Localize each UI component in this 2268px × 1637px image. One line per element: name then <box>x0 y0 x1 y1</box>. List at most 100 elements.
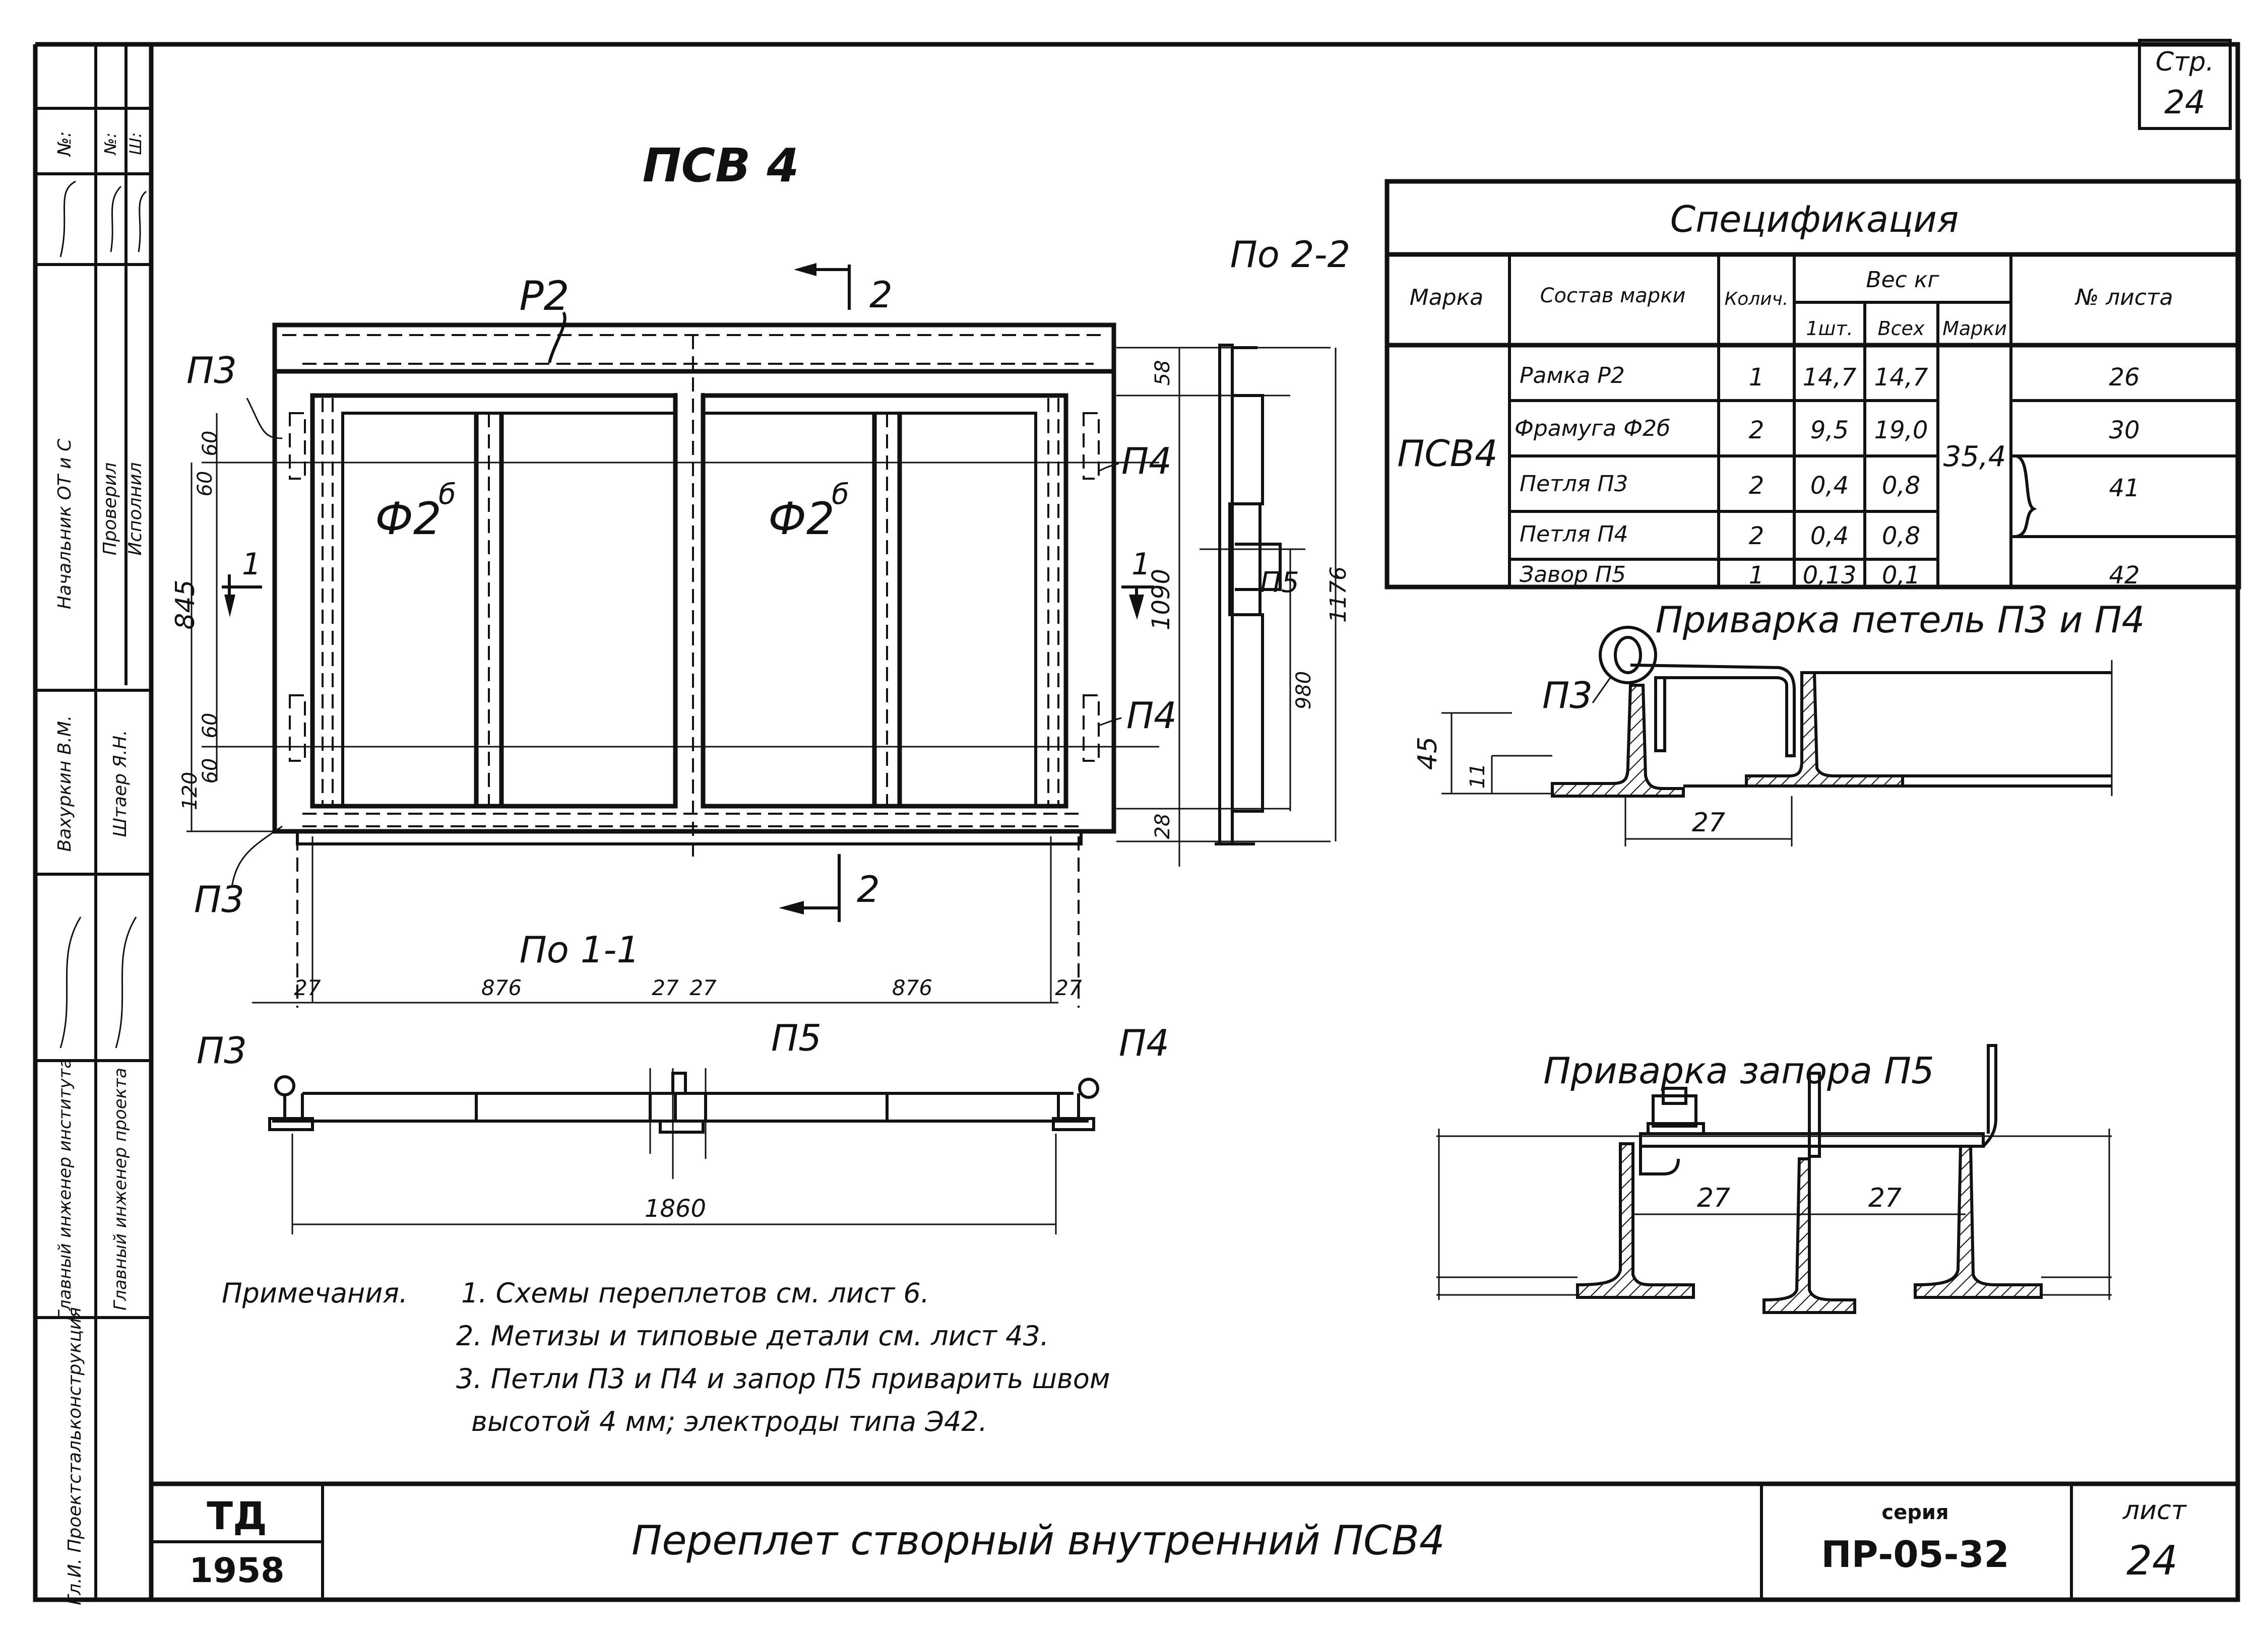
svg-text:Завор П5: Завор П5 <box>1520 562 1626 587</box>
svg-text:60: 60 <box>199 431 222 456</box>
svg-text:Ф2: Ф2 <box>375 493 442 545</box>
side-stamp-name-3: Вахуркин В.М. <box>54 715 75 852</box>
svg-text:1090: 1090 <box>1147 569 1175 630</box>
detail-latch-title: Приварка запора П5 <box>1543 1050 1934 1092</box>
detail-latch-dim-left: 27 <box>1697 1183 1730 1213</box>
section-1-1-title: По 1-1 <box>520 929 640 971</box>
svg-text:9,5: 9,5 <box>1810 416 1849 444</box>
svg-text:1: 1 <box>242 547 261 582</box>
right-dimension-chain: 58 1090 28 <box>1116 347 1331 867</box>
svg-text:1: 1 <box>1749 363 1765 391</box>
frame-mark-label: Р2 <box>519 273 569 319</box>
svg-text:26: 26 <box>2109 363 2139 391</box>
svg-text:2: 2 <box>1749 522 1765 550</box>
svg-text:0,13: 0,13 <box>1803 561 1857 590</box>
spec-row: Завор П5 1 0,13 0,1 42 <box>1520 561 2140 590</box>
note-item: 1. Схемы переплетов см. лист 6. <box>461 1277 929 1309</box>
side-stamp-role-1: Главный инженер института <box>55 1058 75 1320</box>
sheet-label: лист <box>2122 1495 2187 1526</box>
spec-mark-weight: 35,4 <box>1943 440 2006 473</box>
svg-text:Петля П3: Петля П3 <box>1520 471 1628 497</box>
svg-text:27: 27 <box>1055 975 1082 1000</box>
svg-text:Петля П4: Петля П4 <box>1520 521 1628 547</box>
svg-text:58: 58 <box>1151 360 1174 386</box>
section-1-1-dim-total: 1860 <box>645 1195 706 1223</box>
svg-text:41: 41 <box>2109 474 2139 502</box>
svg-text:б: б <box>832 478 849 511</box>
spec-table: Спецификация Марка Состав марки Колич. В… <box>1384 179 2241 590</box>
section-1-1-view: По 1-1 27 876 27 27 876 27 <box>197 929 1169 1234</box>
section-1-right-marker: 1 <box>1121 547 1154 620</box>
note-item: 3. Петли П3 и П4 и запор П5 приварить шв… <box>456 1363 1110 1395</box>
signature-marks <box>59 180 147 257</box>
side-stamp-role-4: Проверил <box>100 463 120 556</box>
hinge-p4-label-bottom: П4 <box>1126 694 1177 737</box>
hinge-p4-leader-top <box>1098 463 1119 472</box>
spec-title: Спецификация <box>1670 198 1959 240</box>
svg-text:0,8: 0,8 <box>1882 522 1920 550</box>
svg-text:14,7: 14,7 <box>1874 363 1928 391</box>
spec-header-sheet: № листа <box>2074 285 2173 310</box>
note-item: высотой 4 мм; электроды типа Э42. <box>471 1406 987 1437</box>
spec-header-weight-one: 1шт. <box>1806 317 1853 340</box>
sheet-border <box>33 42 2240 1602</box>
svg-text:60: 60 <box>194 471 217 497</box>
svg-text:2: 2 <box>857 868 880 910</box>
section-1-1-label-p3: П3 <box>197 1029 247 1072</box>
svg-text:2: 2 <box>869 274 893 316</box>
svg-text:27: 27 <box>652 975 679 1000</box>
svg-text:42: 42 <box>2109 561 2139 590</box>
svg-text:120: 120 <box>178 772 202 810</box>
svg-text:2: 2 <box>1749 416 1765 444</box>
svg-text:0,8: 0,8 <box>1882 472 1920 500</box>
page-stamp: Стр. 24 <box>2138 39 2232 130</box>
hinge-p3-leader-bottom <box>231 825 283 887</box>
svg-text:Рамка Р2: Рамка Р2 <box>1520 363 1625 388</box>
detail-hinges-dim-27: 27 <box>1692 808 1725 838</box>
section-2-2-dim-total: 1176 <box>1326 566 1351 623</box>
page-stamp-number: 24 <box>2164 84 2205 121</box>
logo-year: 1958 <box>189 1551 284 1591</box>
section-2-bottom-marker: 2 <box>779 854 880 922</box>
side-stamp-col-0: №: <box>54 131 75 157</box>
main-elevation-view: Р2 Ф2 б Ф2 б 2 2 1 <box>170 263 1331 1008</box>
spec-header-weight-mark: Марки <box>1942 317 2007 340</box>
spec-mark-value: ПСВ4 <box>1397 432 1498 475</box>
spec-header-weight: Вес кг <box>1866 267 1939 293</box>
svg-text:19,0: 19,0 <box>1874 416 1928 444</box>
title-block: ТД 1958 Переплет створный внутренний ПСВ… <box>151 1481 2238 1600</box>
spec-row: Петля П4 2 0,4 0,8 <box>1520 521 1920 550</box>
svg-text:60: 60 <box>199 758 222 784</box>
svg-text:876: 876 <box>481 975 522 1000</box>
spec-header-mark: Марка <box>1410 285 1483 310</box>
detail-latch-dim-right: 27 <box>1868 1183 1902 1213</box>
spec-row: Фрамуга Ф2б 2 9,5 19,0 30 <box>1515 416 2140 444</box>
svg-text:Фрамуга Ф2б: Фрамуга Ф2б <box>1515 416 1670 441</box>
svg-text:1: 1 <box>1131 547 1151 582</box>
drawing-title: ПСВ 4 <box>643 139 799 192</box>
side-stamp-role-3: Начальник ОТ и С <box>54 438 75 609</box>
svg-text:б: б <box>438 478 456 511</box>
svg-text:2: 2 <box>1749 472 1765 500</box>
signature-marks-lower <box>59 916 137 1049</box>
svg-text:0,4: 0,4 <box>1810 522 1849 550</box>
svg-text:27: 27 <box>689 975 717 1000</box>
side-stamp: Начальник ОТ и С Проверил Исполнил Вахур… <box>35 44 151 1605</box>
logo-top: ТД <box>207 1493 267 1538</box>
detail-hinges-leader <box>1592 677 1611 703</box>
detail-hinges-dim-45: 45 <box>1413 737 1443 770</box>
detail-hinges-title: Приварка петель П3 и П4 <box>1656 599 2145 641</box>
spec-brace <box>2015 454 2037 538</box>
spec-header-weight-all: Всех <box>1878 317 1925 340</box>
side-stamp-col-1: №: <box>101 133 120 156</box>
side-stamp-role-2: Главный инженер проекта <box>110 1068 131 1311</box>
svg-text:Ф2: Ф2 <box>768 493 835 545</box>
left-dimension-chain: 60 60 845 60 60 120 <box>170 413 275 832</box>
hinge-p3-leader-top <box>246 398 283 439</box>
notes-heading: Примечания. <box>222 1277 408 1309</box>
svg-text:845: 845 <box>170 579 201 629</box>
side-stamp-role-5: Исполнил <box>125 462 146 555</box>
detail-hinges-label: П3 <box>1542 674 1593 716</box>
section-2-2-dim-latch: 980 <box>1292 671 1315 709</box>
